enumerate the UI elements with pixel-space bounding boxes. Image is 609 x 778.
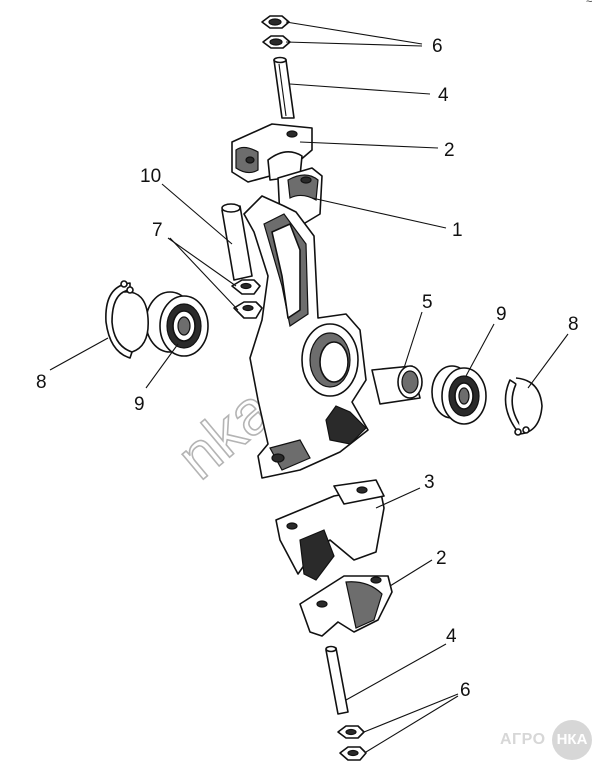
bushing-5 <box>371 365 423 405</box>
right-circlip <box>504 377 543 436</box>
callout-8-left: 8 <box>36 372 47 393</box>
callout-10: 10 <box>140 166 161 187</box>
corner-mark: ~ <box>586 0 593 8</box>
callout-2-top: 2 <box>444 140 455 161</box>
left-bearing <box>145 291 209 357</box>
callout-3: 3 <box>424 472 435 493</box>
top-nut-lower <box>262 35 291 49</box>
callout-6-bottom: 6 <box>460 680 471 701</box>
lower-cap <box>299 575 393 637</box>
callout-8-right: 8 <box>568 314 579 335</box>
leader-lines <box>49 21 569 753</box>
logo-text-left: АГРО <box>500 731 546 748</box>
callout-6-top: 6 <box>432 36 443 57</box>
agronka-logo: АГРО НКА <box>500 720 602 760</box>
left-circlip <box>105 280 149 359</box>
callout-2-bottom: 2 <box>436 548 447 569</box>
callout-9-right: 9 <box>496 304 507 325</box>
top-pin <box>273 56 295 119</box>
callout-5: 5 <box>422 292 433 313</box>
callout-4-bottom: 4 <box>446 626 457 647</box>
right-bearing <box>431 365 487 425</box>
nut-7-lower <box>233 301 263 319</box>
callout-9-left: 9 <box>134 394 145 415</box>
top-nut-upper <box>261 15 290 29</box>
logo-badge: НКА <box>552 720 592 760</box>
bottom-nut-upper <box>337 725 365 739</box>
logo-text-right: НКА <box>556 731 588 748</box>
nut-7-upper <box>231 279 261 295</box>
callout-1: 1 <box>452 220 463 241</box>
stud-10 <box>221 203 253 281</box>
callout-7: 7 <box>152 220 163 241</box>
bracket-3 <box>275 479 385 581</box>
callout-numbers: 6 4 2 1 10 7 8 9 5 9 8 3 2 4 6 <box>36 36 579 701</box>
callout-4-top: 4 <box>438 85 449 106</box>
bottom-pin <box>325 645 349 715</box>
bottom-nut-lower <box>339 746 367 761</box>
main-housing <box>243 195 369 479</box>
